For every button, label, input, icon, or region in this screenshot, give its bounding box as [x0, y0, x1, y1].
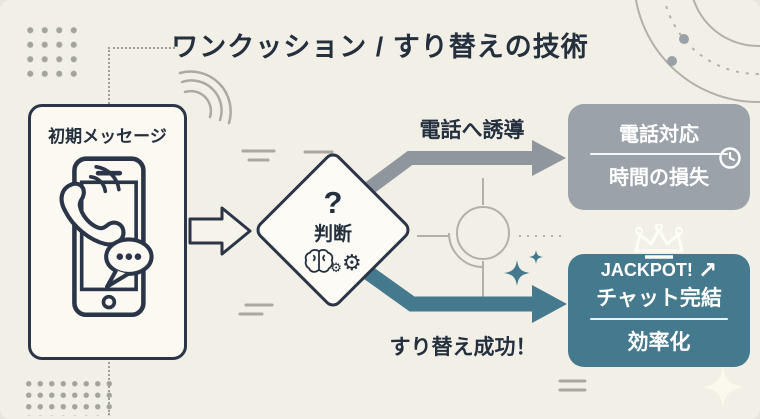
clock-icon [719, 147, 741, 169]
chat-result-line2: 効率化 [627, 331, 691, 354]
chat-result-line1: チャット完結 [596, 287, 722, 310]
switch-success-label: すり替え成功！ [389, 336, 537, 359]
question-mark: ? [323, 184, 343, 220]
initial-message-label: 初期メッセージ [48, 127, 167, 146]
phone-result-line1: 電話対応 [619, 124, 699, 146]
white-sparkle-icon [702, 366, 744, 408]
initial-message-box: 初期メッセージ [28, 104, 187, 360]
gear-icon: ⚙ [341, 249, 362, 275]
phone-result-box: 電話対応 時間の損失 [568, 104, 750, 210]
decision-label: 判断 [313, 223, 352, 245]
signal-waves-icon [178, 70, 232, 125]
gray-arrowhead-icon [532, 140, 566, 176]
gear-small-icon: ⚙ [330, 259, 342, 275]
brain-icon [305, 248, 334, 273]
phone-result-line2: 時間の損失 [609, 167, 709, 189]
crown-icon [634, 224, 684, 259]
connector-arrow-icon [188, 206, 252, 256]
page-title: ワンクッション / すり替えの技術 [171, 32, 589, 62]
sparkle-icon [504, 250, 543, 286]
dot-grid-bottom-left [23, 378, 118, 416]
up-right-arrow-icon: ↗ [697, 257, 718, 283]
smartphone-call-chat-icon [59, 156, 154, 318]
phone-handset-icon [59, 181, 125, 247]
jackpot-badge: JACKPOT! [600, 260, 693, 280]
phone-path-label: 電話へ誘導 [419, 119, 525, 142]
dot-grid-top-left [23, 23, 83, 83]
divider [589, 153, 729, 155]
decision-diamond: ? 判断 ⚙ ⚙ [252, 149, 414, 311]
chat-result-box: JACKPOT! ↗ チャット完結 効率化 [568, 224, 750, 367]
divider [589, 318, 729, 320]
